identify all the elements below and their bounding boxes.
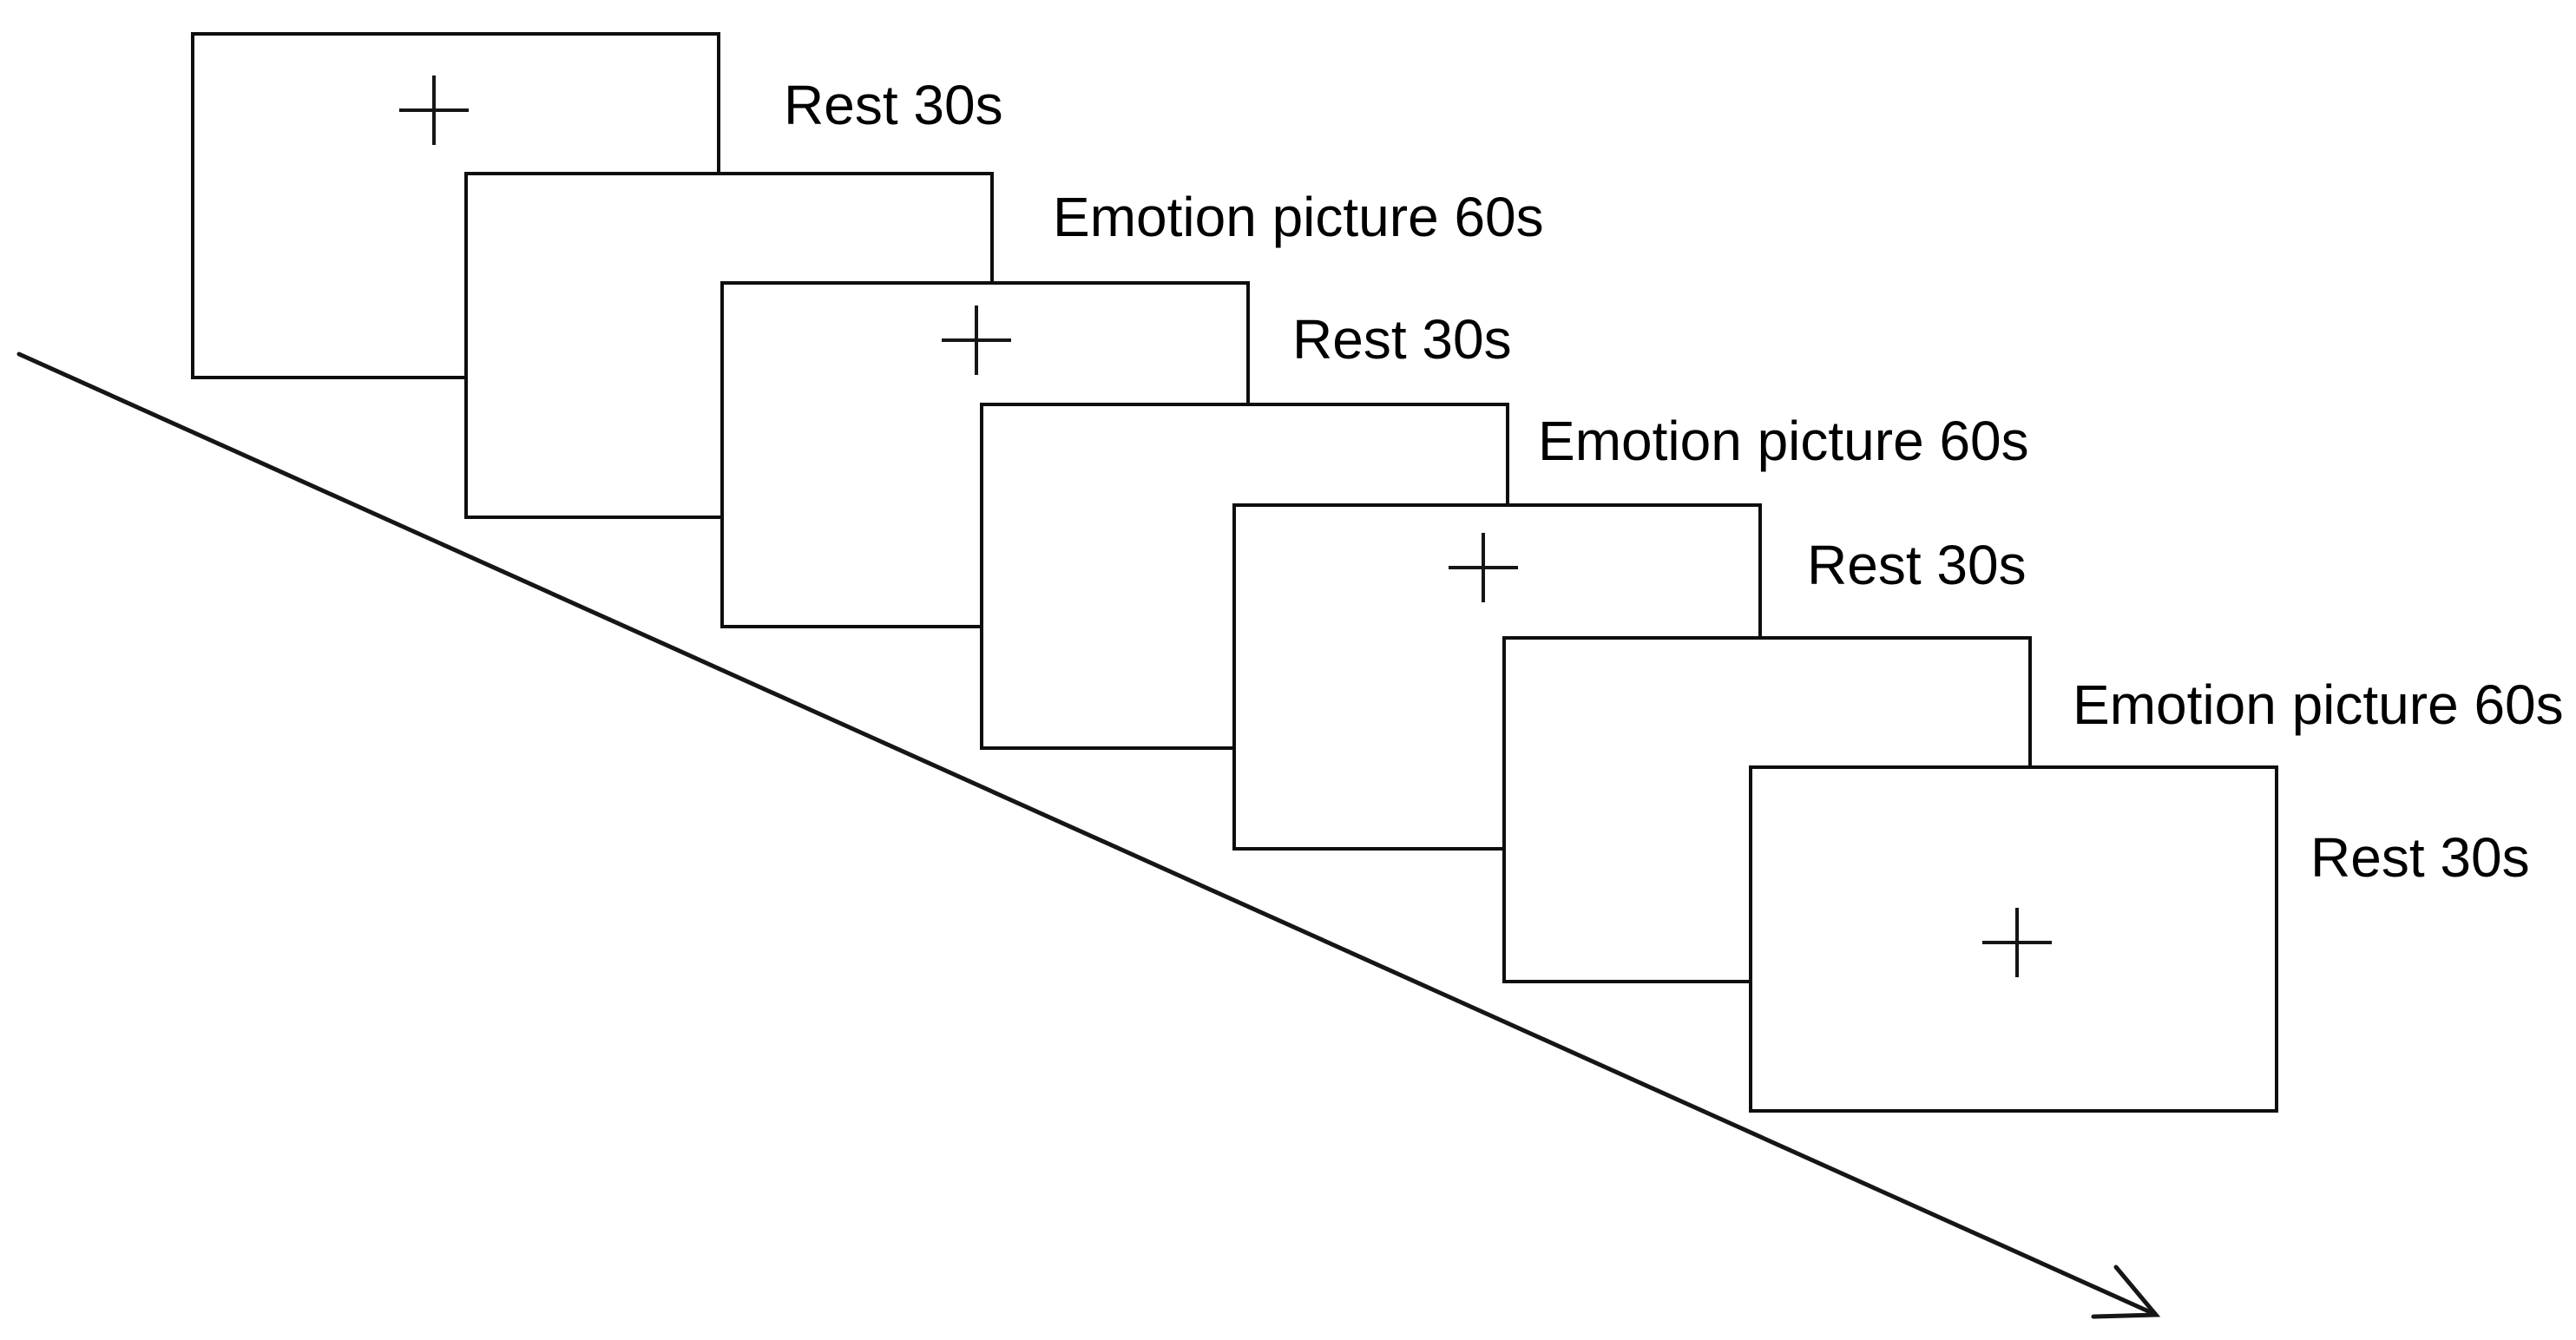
card-label: Rest 30s	[1807, 534, 2027, 596]
arrowhead-icon	[2091, 1264, 2161, 1319]
fixation-cross-icon	[942, 305, 1011, 375]
fixation-cross-icon	[1982, 908, 2052, 977]
stimulus-card-rest	[1749, 765, 2278, 1113]
fixation-cross-icon	[399, 76, 469, 145]
card-label: Emotion picture 60s	[1053, 186, 1544, 248]
fixation-cross-icon	[1449, 533, 1518, 602]
card-label: Emotion picture 60s	[2073, 673, 2564, 736]
card-label: Rest 30s	[784, 74, 1003, 136]
card-label: Emotion picture 60s	[1538, 410, 2029, 472]
card-label: Rest 30s	[2310, 826, 2530, 889]
card-label: Rest 30s	[1292, 308, 1512, 371]
